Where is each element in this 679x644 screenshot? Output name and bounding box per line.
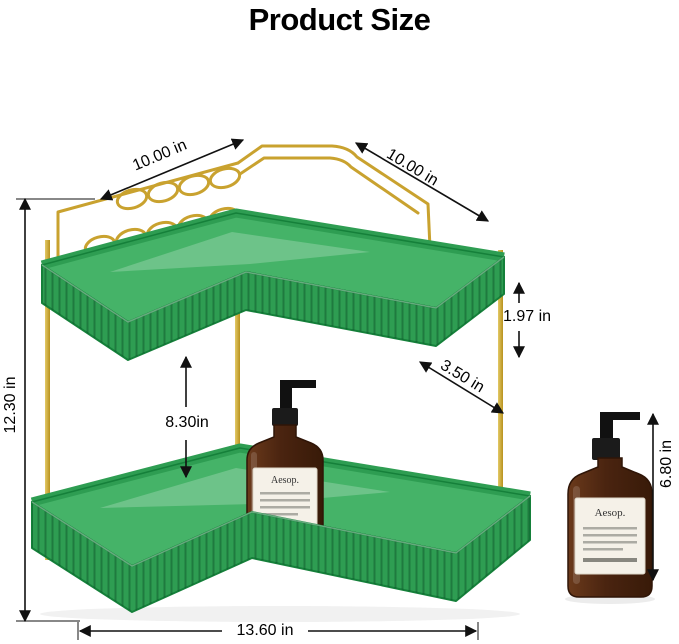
arrow-top-right-depth	[354, 142, 490, 222]
dimension-label-total-width: 13.60 in	[236, 622, 294, 639]
upper-tier	[40, 208, 505, 361]
standalone-bottle-brand: Aesop.	[595, 507, 626, 519]
lower-tier-front-wall	[31, 495, 531, 613]
shelf-bottle-pump-stem	[280, 390, 292, 410]
support-pole-left	[45, 240, 50, 560]
gold-rail-right-inner	[238, 156, 420, 215]
dimension-label-total-height: 12.30 in	[2, 376, 19, 434]
dimension-label-bottle-height: 6.80 in	[658, 439, 675, 489]
standalone-bottle-pump-collar	[592, 438, 620, 460]
shelf-bottle-pump-collar	[272, 408, 298, 426]
standalone-bottle-pump-stem	[600, 424, 613, 442]
arrow-top-left-width	[99, 138, 245, 201]
dimension-label-tier-gap: 8.30in	[165, 414, 209, 431]
arrow-tray-depth	[418, 361, 505, 414]
shelf-bottle-spout	[280, 380, 316, 392]
lower-tier	[30, 443, 531, 622]
page-title: Product Size	[248, 2, 431, 37]
shelf-bottle-brand: Aesop.	[271, 475, 299, 486]
standalone-bottle-spout	[600, 412, 640, 426]
dimension-arrows	[16, 138, 659, 640]
support-pole-center	[235, 230, 240, 560]
dimension-label-wall-height: 1.97 in	[502, 308, 552, 325]
standalone-bottle: Aesop.	[565, 412, 655, 604]
